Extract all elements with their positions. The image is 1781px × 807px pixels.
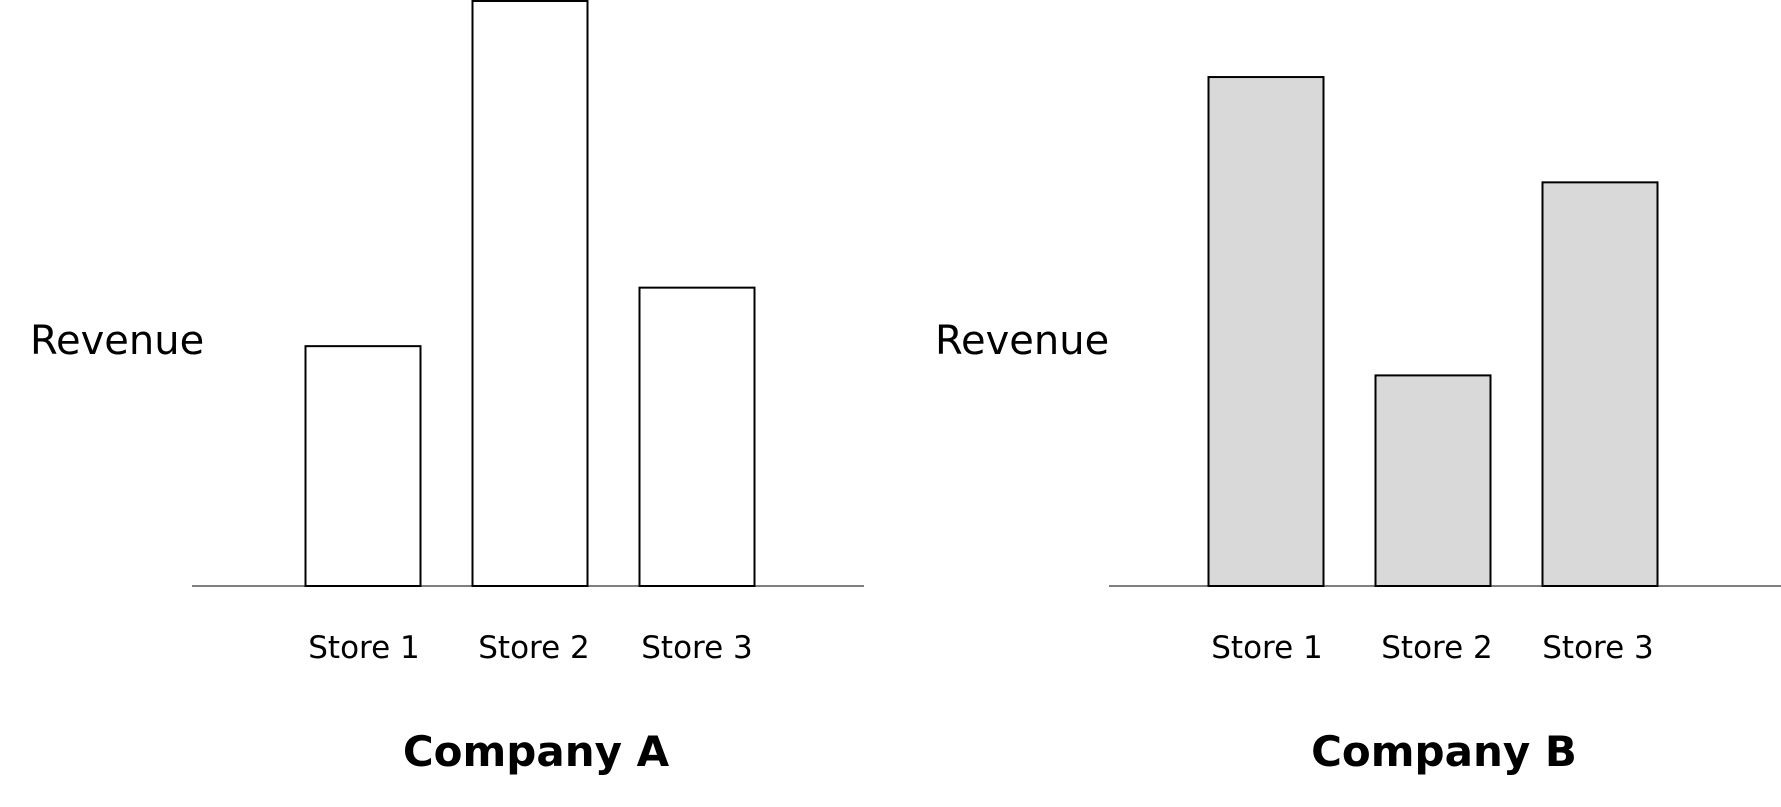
- bar-store-3: [1541, 181, 1659, 587]
- x-tick-label: Store 1: [1211, 630, 1323, 666]
- bar-store-2: [471, 0, 589, 587]
- chart-company-b: Revenue Store 1 Store 2 Store 3 Company …: [935, 76, 1781, 776]
- chart-title: Company A: [403, 727, 670, 776]
- chart-title: Company B: [1311, 727, 1577, 776]
- y-axis-label: Revenue: [935, 318, 1109, 364]
- bars-company-b: [1207, 76, 1659, 588]
- bar-store-1: [1207, 76, 1325, 588]
- x-tick-label: Store 3: [1542, 630, 1654, 666]
- bar-store-3: [638, 286, 756, 587]
- chart-company-a: Revenue Store 1 Store 2 Store 3 Company …: [30, 0, 864, 776]
- x-tick-label: Store 3: [641, 630, 753, 666]
- bars-company-a: [304, 0, 756, 587]
- x-tick-label: Store 2: [478, 630, 590, 666]
- x-tick-label: Store 2: [1381, 630, 1493, 666]
- bar-store-1: [304, 345, 422, 587]
- bar-store-2: [1374, 374, 1492, 587]
- y-axis-label: Revenue: [30, 318, 204, 364]
- x-tick-label: Store 1: [308, 630, 420, 666]
